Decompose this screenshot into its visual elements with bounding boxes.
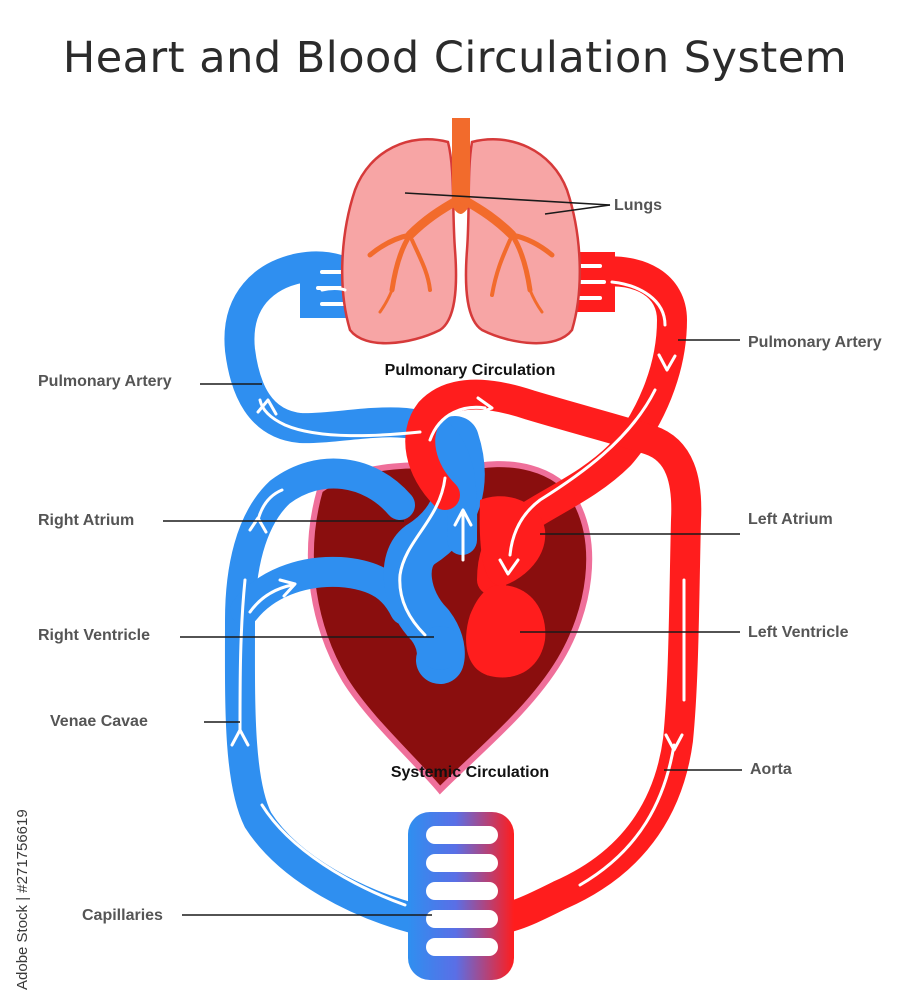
lungs — [340, 118, 582, 345]
capillaries-shape — [408, 812, 514, 980]
label-left-atrium: Left Atrium — [748, 511, 833, 528]
bronchi — [367, 195, 555, 314]
right-lung — [464, 138, 582, 345]
leader-lines — [163, 192, 742, 916]
label-pulmonary-circulation: Pulmonary Circulation — [385, 362, 556, 379]
label-right-atrium: Right Atrium — [38, 512, 134, 529]
label-lungs: Lungs — [614, 197, 662, 214]
flow-arrows — [230, 280, 686, 907]
left-ventricle-shape — [466, 585, 546, 678]
label-capillaries: Capillaries — [82, 907, 163, 924]
diagram-title: Heart and Blood Circulation System — [63, 33, 847, 83]
label-systemic-circulation: Systemic Circulation — [391, 764, 549, 781]
stock-id: Adobe Stock | #271756619 — [14, 809, 31, 990]
label-pulmonary-artery-left: Pulmonary Artery — [38, 373, 172, 390]
label-aorta: Aorta — [750, 761, 792, 778]
label-right-ventricle: Right Ventricle — [38, 627, 150, 644]
label-pulmonary-artery-right: Pulmonary Artery — [748, 334, 882, 351]
trachea — [452, 118, 470, 214]
label-venae-cavae: Venae Cavae — [50, 713, 148, 730]
left-lung — [340, 138, 458, 345]
right-branch-gaps — [576, 264, 606, 300]
label-left-ventricle: Left Ventricle — [748, 624, 849, 641]
